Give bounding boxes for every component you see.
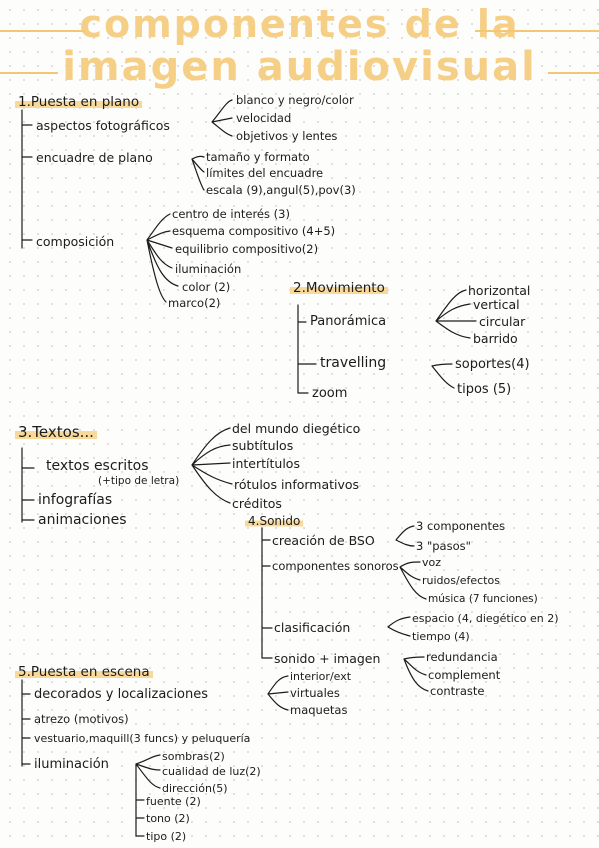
title-underline-right-2 [548, 72, 599, 74]
s5-a-item-2: virtuales [290, 686, 340, 700]
s3-a-item-3: intertítulos [232, 456, 300, 471]
s4-d-item-1: redundancia [426, 650, 498, 664]
s5-d-item-6: tipo (2) [146, 830, 187, 843]
s1-a-item-3: objetivos y lentes [236, 129, 338, 143]
s3-a-item-5: créditos [232, 496, 282, 511]
page-title-line-2: imagen audiovisual [62, 44, 537, 90]
s5-d-item-1: sombras(2) [162, 750, 225, 763]
s5-decorados: decorados y localizaciones [34, 687, 209, 702]
title-underline-right [475, 30, 599, 32]
s5-a-item-1: interior/ext [290, 670, 352, 683]
s1-c-item-4: iluminación [175, 262, 242, 276]
s5-d-item-5: tono (2) [146, 812, 190, 825]
s2-b-item-1: soportes(4) [455, 357, 530, 372]
s4-b-item-2: ruidos/efectos [422, 574, 500, 587]
page-title-line-1: componentes de la [79, 2, 520, 46]
s5-atrezo: atrezo (motivos) [34, 712, 129, 726]
s4-b-item-3: música (7 funciones) [428, 593, 538, 605]
s3-a-item-1: del mundo diegético [232, 421, 361, 436]
s5-d-item-2: cualidad de luz(2) [162, 765, 261, 778]
s1-c-item-5: color (2) [182, 280, 231, 294]
s4-a-item-2: 3 "pasos" [416, 539, 471, 553]
s2-a-item-1: horizontal [468, 283, 531, 298]
s1-a-item-2: velocidad [236, 111, 292, 125]
s1-c-item-1: centro de interés (3) [172, 207, 290, 221]
s5-d-item-3: dirección(5) [162, 782, 228, 795]
s1-b-item-2: límites del encuadre [206, 166, 324, 180]
section-5-heading: 5.Puesta en escena [15, 664, 153, 680]
s1-c-item-6: marco(2) [168, 296, 221, 310]
s3-a-item-4: rótulos informativos [234, 477, 360, 492]
s1-a-item-1: blanco y negro/color [236, 93, 354, 107]
s4-clasificacion: clasificación [274, 620, 351, 635]
section-3-heading: 3.Textos... [15, 423, 97, 441]
s4-a-item-1: 3 componentes [416, 519, 506, 533]
s1-c-item-2: esquema compositivo (4+5) [172, 224, 336, 238]
section-1-heading: 1.Puesta en plano [15, 94, 143, 110]
s2-travelling: travelling [320, 355, 387, 371]
s5-iluminacion: iluminación [34, 757, 109, 772]
s4-componentes-sonoros: componentes sonoros [272, 559, 399, 573]
s1-composicion: composición [36, 234, 115, 249]
s4-d-item-2: complement [428, 668, 501, 682]
s2-b-item-2: tipos (5) [457, 382, 512, 397]
s1-c-item-3: equilibrio compositivo(2) [175, 242, 319, 256]
title-underline-left [0, 30, 85, 32]
s5-d-item-4: fuente (2) [146, 795, 201, 808]
s4-c-item-2: tiempo (4) [412, 630, 470, 643]
s3-a-item-2: subtítulos [232, 438, 294, 453]
s1-encuadre-de-plano: encuadre de plano [36, 150, 153, 165]
section-4-heading: 4.Sonido [245, 514, 304, 529]
s3-textos-escritos: textos escritos [46, 458, 149, 474]
s4-creacion-bso: creación de BSO [272, 533, 375, 548]
s5-a-item-3: maquetas [290, 703, 348, 717]
s2-zoom: zoom [312, 386, 348, 401]
s3-textos-escritos-note: (+tipo de letra) [98, 475, 180, 487]
s5-vestuario: vestuario,maquill(3 funcs) y peluquería [34, 732, 251, 745]
s2-panoramica: Panorámica [310, 314, 387, 329]
s4-sonido-imagen: sonido + imagen [274, 651, 381, 666]
s1-b-item-3: escala (9),angul(5),pov(3) [206, 183, 356, 197]
s1-b-item-1: tamaño y formato [206, 150, 310, 164]
s3-animaciones: animaciones [38, 512, 127, 528]
s2-a-item-3: circular [479, 314, 526, 329]
s2-a-item-4: barrido [473, 331, 518, 346]
s3-infografias: infografías [38, 492, 113, 508]
s4-d-item-3: contraste [430, 684, 485, 698]
section-2-heading: 2.Movimiento [290, 280, 388, 296]
s2-a-item-2: vertical [473, 297, 520, 312]
s4-b-item-1: voz [422, 556, 442, 569]
title-underline-left-2 [0, 72, 58, 74]
s4-c-item-1: espacio (4, diegético en 2) [412, 612, 559, 625]
s1-aspectos-fotograficos: aspectos fotográficos [36, 118, 170, 133]
